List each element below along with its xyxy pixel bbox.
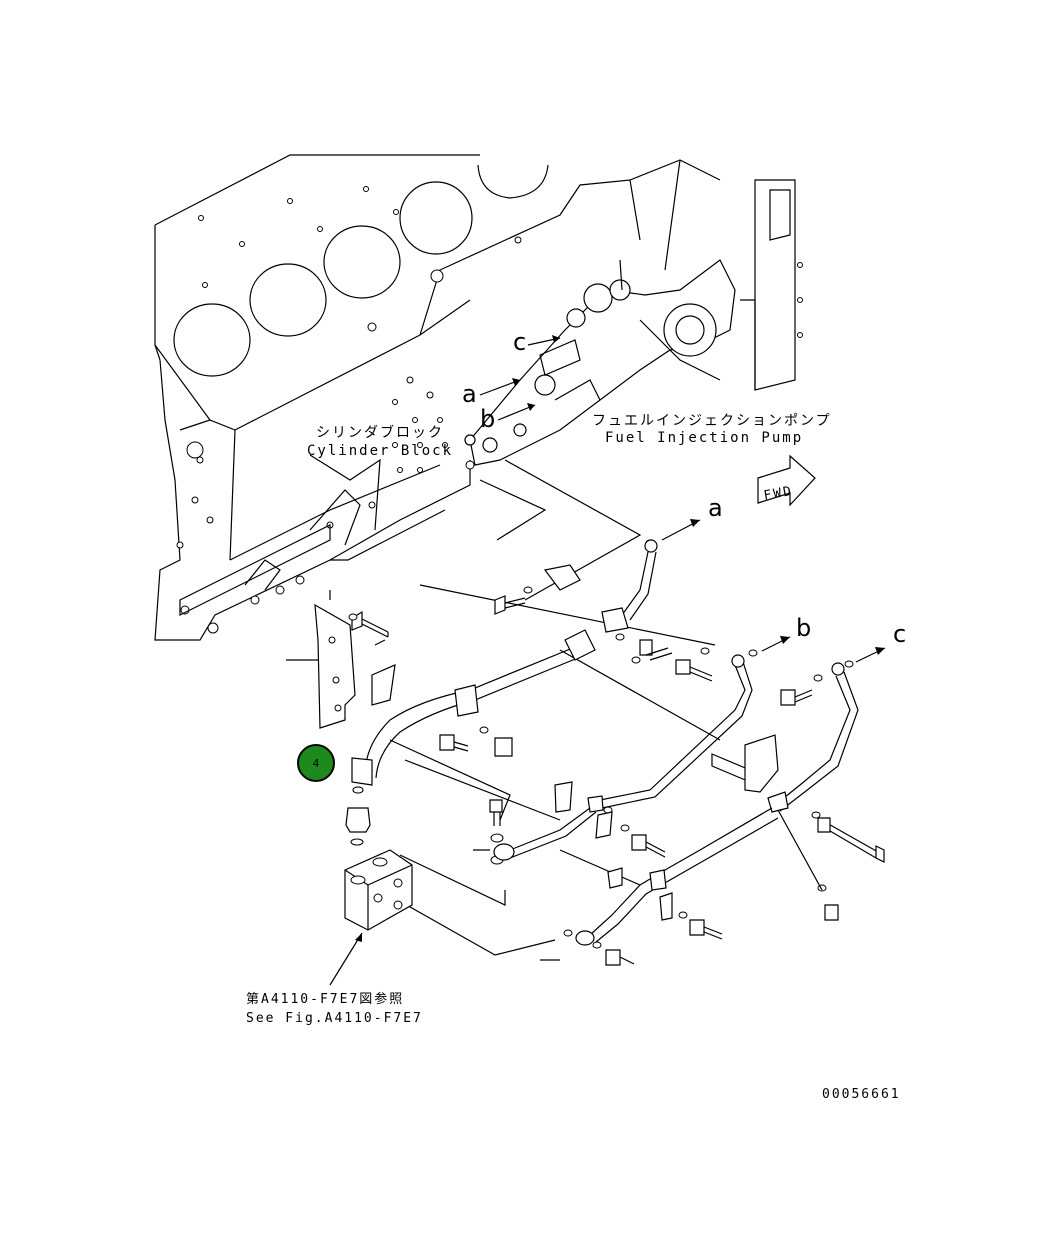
cylinder-block-label-en: Cylinder Block (307, 443, 453, 459)
bolts (351, 595, 885, 966)
cylinder-block-label-jp: シリンダブロック (316, 424, 444, 441)
washers (348, 539, 854, 949)
fuel-pump-label-en: Fuel Injection Pump (605, 430, 803, 446)
far-marker-arrows (661, 519, 886, 663)
cylinder-block-drawing (154, 154, 803, 641)
pump-marker-a: a (462, 380, 477, 408)
reference-label-en: See Fig.A4110-F7E7 (246, 1011, 423, 1026)
hoses-and-tubes (351, 539, 859, 946)
far-marker-c: c (893, 620, 906, 648)
pump-marker-arrows (479, 335, 561, 421)
fuel-pump-label-jp: フュエルインジェクションポンプ (592, 413, 832, 429)
part-callout-4[interactable]: 4 (297, 744, 335, 782)
fwd-direction-arrow: FWD (757, 454, 816, 507)
mounting-bracket (314, 603, 386, 729)
far-marker-a: a (708, 494, 723, 522)
fuel-injection-pump-drawing (464, 259, 736, 466)
fitting-assembly (329, 786, 413, 986)
pump-marker-b: b (480, 405, 495, 433)
reference-label-jp: 第A4110-F7E7図参照 (246, 991, 404, 1007)
fwd-label: FWD (763, 484, 795, 504)
drawing-number: 00056661 (822, 1087, 901, 1102)
far-marker-b: b (796, 614, 811, 642)
part-callout-4-number: 4 (313, 757, 320, 770)
pump-marker-c: c (513, 328, 526, 356)
